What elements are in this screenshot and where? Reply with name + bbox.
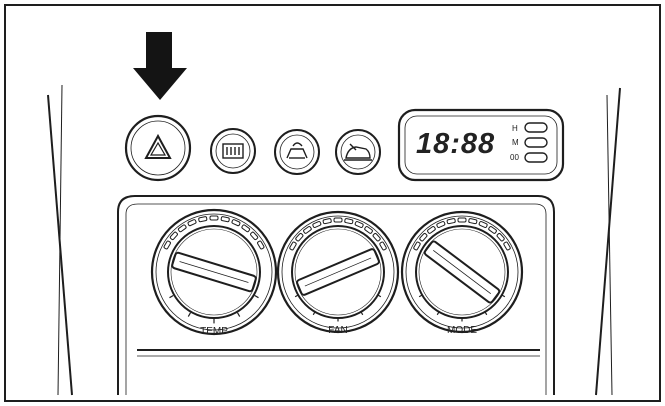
temp-grip (171, 251, 257, 293)
hazard-button[interactable] (124, 114, 192, 182)
left-trim (47, 84, 73, 396)
clock-minute-button[interactable] (524, 137, 548, 148)
clock-reset-button[interactable] (524, 152, 548, 163)
figure-border (4, 4, 661, 402)
fan-grip (296, 248, 380, 296)
fan-dial[interactable] (291, 225, 385, 319)
clock-display: 18:88 H M 00 (397, 108, 565, 182)
mode-grip (423, 240, 501, 304)
recirculation-button[interactable] (274, 129, 320, 175)
clock-indicator-00: 00 (510, 153, 519, 162)
mode-knob[interactable] (400, 210, 524, 334)
right-trim (595, 87, 621, 396)
fan-knob[interactable] (276, 210, 400, 334)
clock-indicator-h: H (512, 124, 518, 133)
temp-label: TEMP (200, 326, 228, 337)
clock-digits: 18:88 (416, 128, 495, 160)
clock-indicator-m: M (512, 138, 519, 147)
mode-label: MODE (447, 325, 477, 336)
temp-dial[interactable] (167, 225, 261, 319)
fresh-air-button[interactable] (335, 129, 381, 175)
temp-knob[interactable] (150, 208, 278, 336)
hazard-triangle-icon (144, 133, 172, 159)
recirculation-icon (286, 142, 308, 159)
rear-defrost-button[interactable] (210, 128, 256, 174)
fresh-air-icon (344, 143, 372, 161)
mode-dial[interactable] (415, 225, 509, 319)
down-arrow-icon (133, 32, 187, 100)
climate-panel (117, 195, 555, 395)
fan-label: FAN (328, 325, 347, 336)
clock-hour-button[interactable] (524, 122, 548, 133)
temp-scale-marks (163, 215, 265, 324)
rear-defrost-icon (222, 143, 244, 159)
fan-scale-marks (289, 217, 387, 322)
